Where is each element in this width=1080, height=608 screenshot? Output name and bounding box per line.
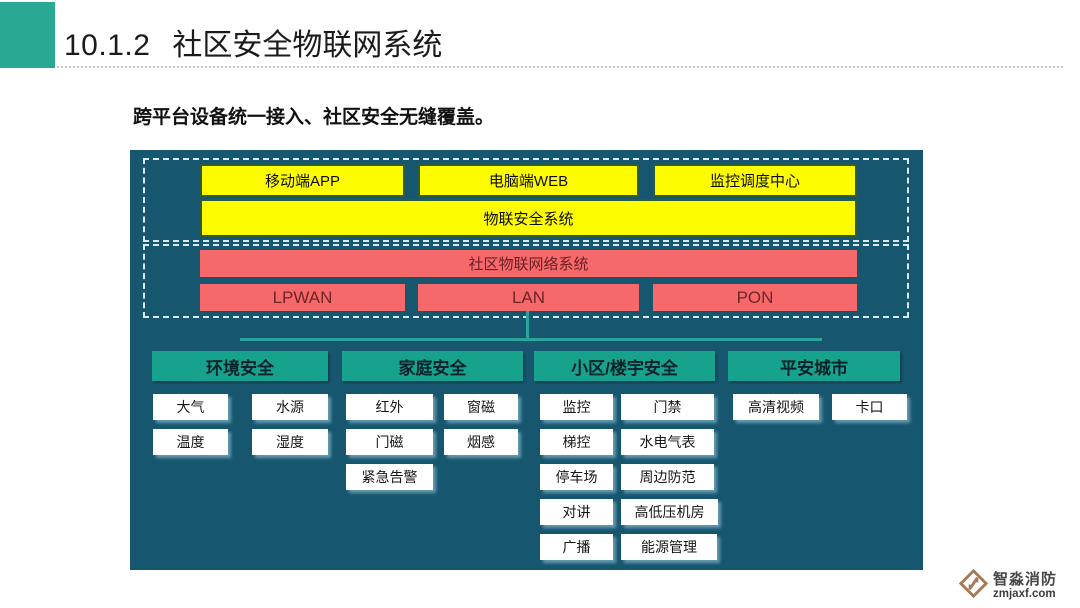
network-box-lan: LAN [418, 284, 639, 311]
watermark-logo: 智淼消防 zmjaxf.com [958, 568, 1057, 604]
header-divider [57, 66, 1063, 68]
iot-security-platform-box: 物联安全系统 [200, 199, 857, 237]
architecture-diagram: 移动端APP 电脑端WEB 监控调度中心 物联安全系统 社区物联网络系统 LPW… [130, 150, 923, 570]
network-box-pon: PON [653, 284, 857, 311]
slide-subtitle: 跨平台设备统一接入、社区安全无缝覆盖。 [133, 107, 495, 128]
device-box-hv-lv-room: 高低压机房 [621, 499, 718, 525]
device-box-temperature: 温度 [153, 429, 228, 455]
device-column: 红外 门磁 紧急告警 [346, 394, 433, 490]
app-box-web: 电脑端WEB [418, 164, 639, 197]
group-header-environment: 环境安全 [152, 351, 328, 381]
device-box-infrared: 红外 [346, 394, 433, 420]
device-box-parking-lot: 停车场 [540, 464, 613, 490]
device-box-checkpoint: 卡口 [832, 394, 907, 420]
title-text: 社区安全物联网系统 [172, 29, 443, 62]
device-box-smoke-sensor: 烟感 [444, 429, 518, 455]
logo-company-name: 智淼消防 [993, 571, 1058, 589]
device-box-energy-management: 能源管理 [621, 534, 717, 560]
connector-vertical-line [526, 311, 529, 339]
device-box-utility-meter: 水电气表 [621, 429, 714, 455]
group-header-building: 小区/楼宇安全 [534, 351, 715, 381]
device-box-water-source: 水源 [252, 394, 328, 420]
device-column: 大气 温度 [153, 394, 228, 455]
device-box-perimeter-defense: 周边防范 [621, 464, 714, 490]
device-box-emergency-alarm: 紧急告警 [346, 464, 433, 490]
header-accent-square [0, 2, 55, 68]
section-number: 10.1.2 [64, 29, 151, 62]
device-box-window-magnet: 窗磁 [444, 394, 518, 420]
application-layer-zone [143, 158, 909, 242]
device-column: 门禁 水电气表 周边防范 高低压机房 能源管理 [621, 394, 718, 560]
device-box-elevator-control: 梯控 [540, 429, 613, 455]
app-box-dispatch: 监控调度中心 [653, 164, 857, 197]
logo-domain-text: zmjaxf.com [993, 587, 1056, 600]
device-box-access-control: 门禁 [621, 394, 714, 420]
device-column: 窗磁 烟感 [444, 394, 518, 455]
device-column: 高清视频 [733, 394, 819, 420]
group-header-safe-city: 平安城市 [728, 351, 900, 381]
device-box-humidity: 湿度 [252, 429, 328, 455]
device-box-atmosphere: 大气 [153, 394, 228, 420]
group-header-home: 家庭安全 [342, 351, 523, 381]
page-title: 10.1.2 社区安全物联网系统 [64, 20, 442, 64]
logo-text: 智淼消防 zmjaxf.com [993, 572, 1057, 600]
diamond-logo-icon [958, 568, 989, 604]
connector-horizontal-line [240, 338, 822, 341]
device-box-hd-video: 高清视频 [733, 394, 819, 420]
community-iot-network-box: 社区物联网络系统 [200, 250, 857, 277]
device-column: 监控 梯控 停车场 对讲 广播 [540, 394, 613, 560]
app-box-mobile: 移动端APP [200, 164, 405, 197]
network-box-lpwan: LPWAN [200, 284, 405, 311]
device-box-intercom: 对讲 [540, 499, 613, 525]
device-box-door-magnet: 门磁 [346, 429, 433, 455]
device-column: 卡口 [832, 394, 907, 420]
device-column: 水源 湿度 [252, 394, 328, 455]
device-box-surveillance: 监控 [540, 394, 613, 420]
device-box-broadcast: 广播 [540, 534, 613, 560]
